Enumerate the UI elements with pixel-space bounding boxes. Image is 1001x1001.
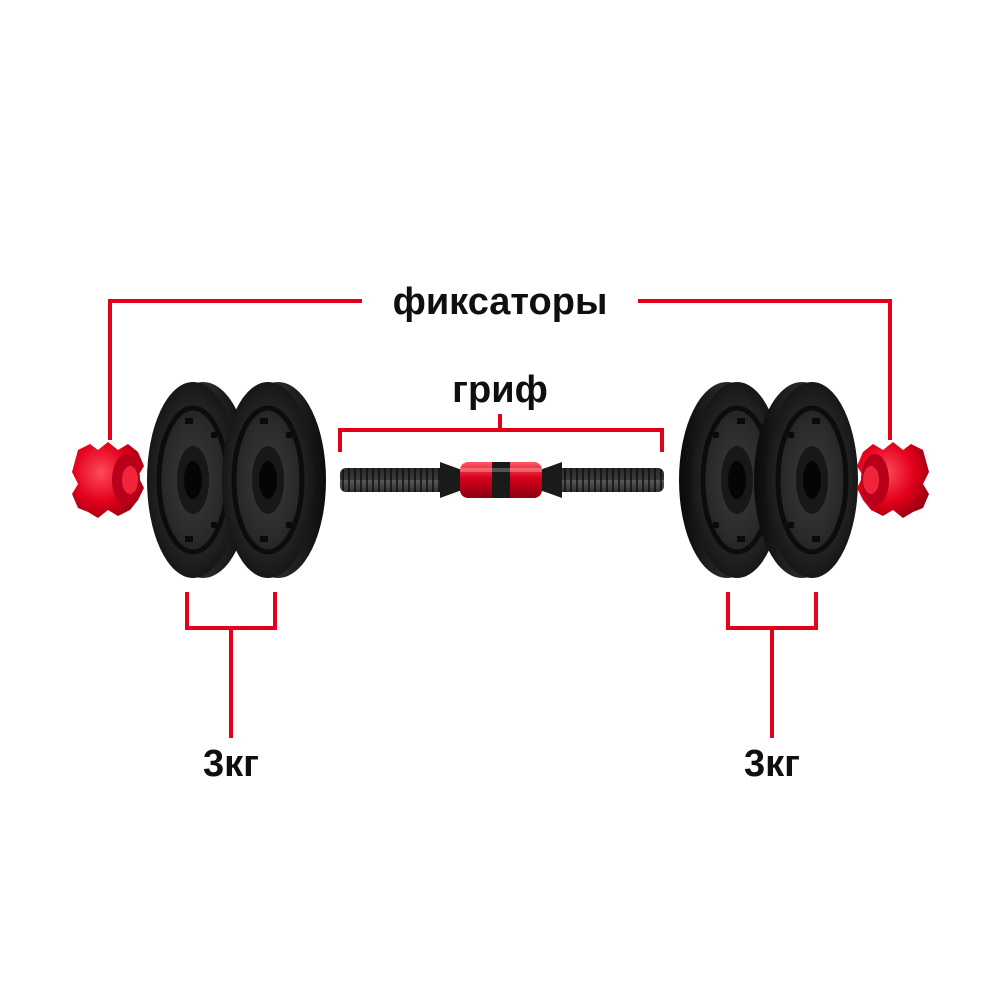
fixators-label: фиксаторы	[393, 281, 608, 323]
weight-right-bracket	[726, 592, 818, 630]
collar-icon	[857, 442, 929, 518]
weight-left-label: 3кг	[203, 743, 259, 785]
bar-label: гриф	[452, 369, 548, 411]
weight-left-bracket	[185, 592, 277, 630]
fixators-callout	[108, 299, 892, 440]
bar-callout	[338, 414, 664, 452]
weight-right-label: 3кг	[744, 743, 800, 785]
bar-bracket	[338, 428, 664, 452]
fixators-right-line	[638, 299, 892, 440]
weight-plate-icon	[679, 382, 783, 578]
weight-plate-icon	[222, 382, 326, 578]
dumbbell-bar-icon	[340, 462, 664, 498]
weight-right-callout	[726, 592, 818, 738]
weight-plate-icon	[147, 382, 251, 578]
weight-left-callout	[185, 592, 277, 738]
fixators-left-line	[108, 299, 362, 440]
collar-icon	[72, 442, 144, 518]
weight-plate-icon	[754, 382, 858, 578]
